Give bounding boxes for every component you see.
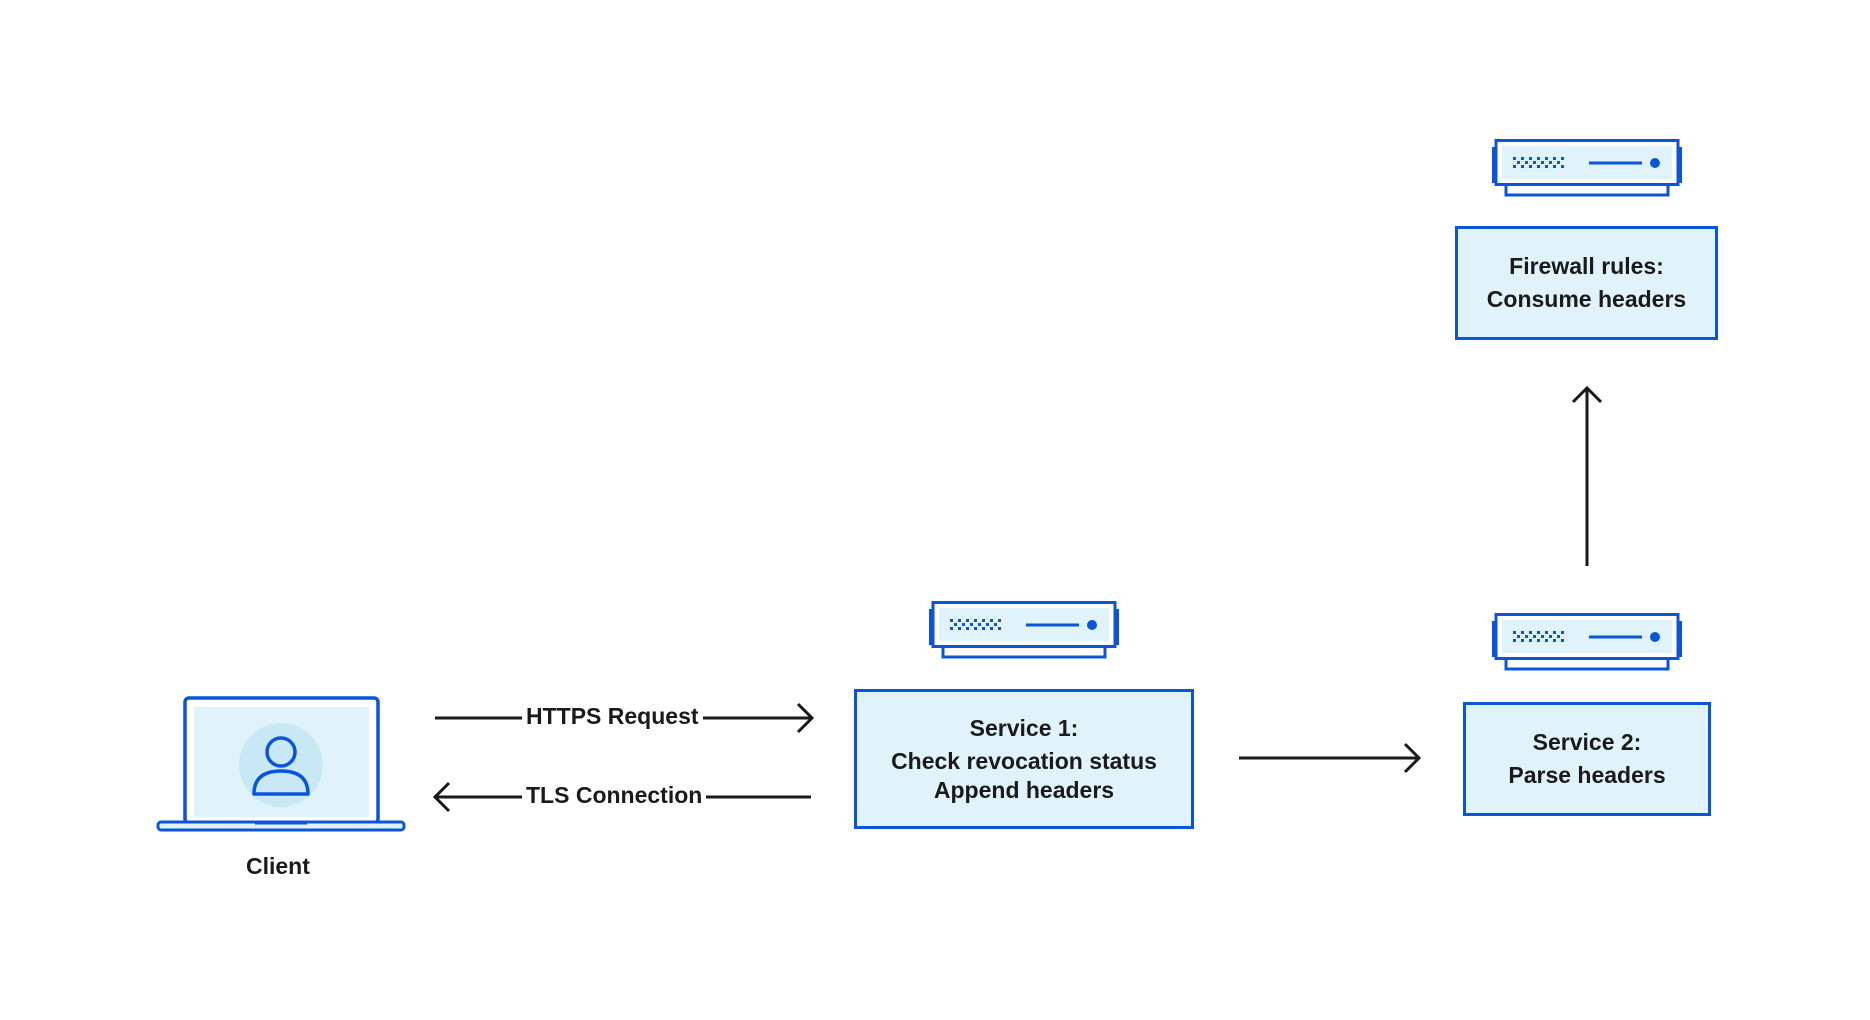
service1-box: Service 1: Check revocation status Appen… xyxy=(854,689,1194,829)
service1-task-append: Append headers xyxy=(933,776,1115,803)
service2-box: Service 2: Parse headers xyxy=(1463,702,1711,816)
service2-title: Service 2: xyxy=(1532,729,1642,755)
client-label: Client xyxy=(242,853,314,880)
server-icon xyxy=(1490,139,1684,197)
service1-to-service2-arrow xyxy=(1239,742,1422,774)
service2-to-firewall-arrow xyxy=(1571,385,1603,566)
server-icon xyxy=(927,601,1121,659)
firewall-title: Firewall rules: xyxy=(1509,253,1664,279)
service1-task-check: Check revocation status xyxy=(891,747,1157,774)
laptop-user-icon xyxy=(156,696,406,832)
service1-title: Service 1: xyxy=(969,714,1079,741)
service2-task-parse: Parse headers xyxy=(1508,762,1666,788)
https-request-label: HTTPS Request xyxy=(522,703,703,730)
tls-connection-label: TLS Connection xyxy=(522,782,707,809)
firewall-box: Firewall rules: Consume headers xyxy=(1455,226,1718,340)
server-icon xyxy=(1490,613,1684,671)
firewall-task-consume: Consume headers xyxy=(1486,286,1687,312)
